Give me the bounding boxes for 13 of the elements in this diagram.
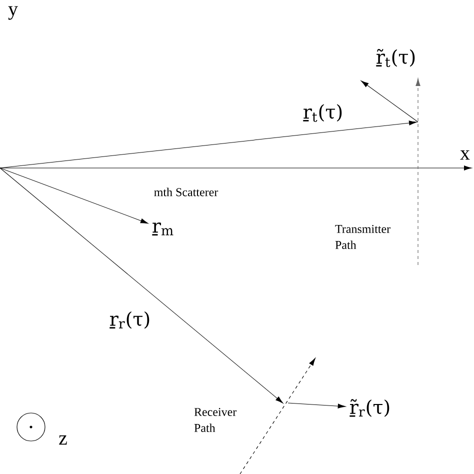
axis-label: x — [460, 150, 470, 160]
vector-label: ṟ$_{m}$ — [152, 222, 174, 236]
vector-label: ṟ$_{t}$(τ) — [303, 104, 342, 122]
path-label: Receiver Path — [194, 408, 237, 432]
path-label: Transmitter Path — [335, 224, 390, 250]
vector-arrow — [0, 168, 148, 224]
axis-label: y — [8, 6, 18, 20]
point-label: mth Scatterer — [154, 188, 218, 196]
vector-label: ṟ̃$_{t}$(τ) — [376, 48, 415, 68]
axis-label: z — [59, 435, 67, 445]
vector-arrow — [288, 402, 346, 408]
vector-label: ṟ̃$_{r}$(τ) — [350, 399, 390, 417]
vector-label: ṟ$_{r}$(τ) — [110, 311, 150, 329]
